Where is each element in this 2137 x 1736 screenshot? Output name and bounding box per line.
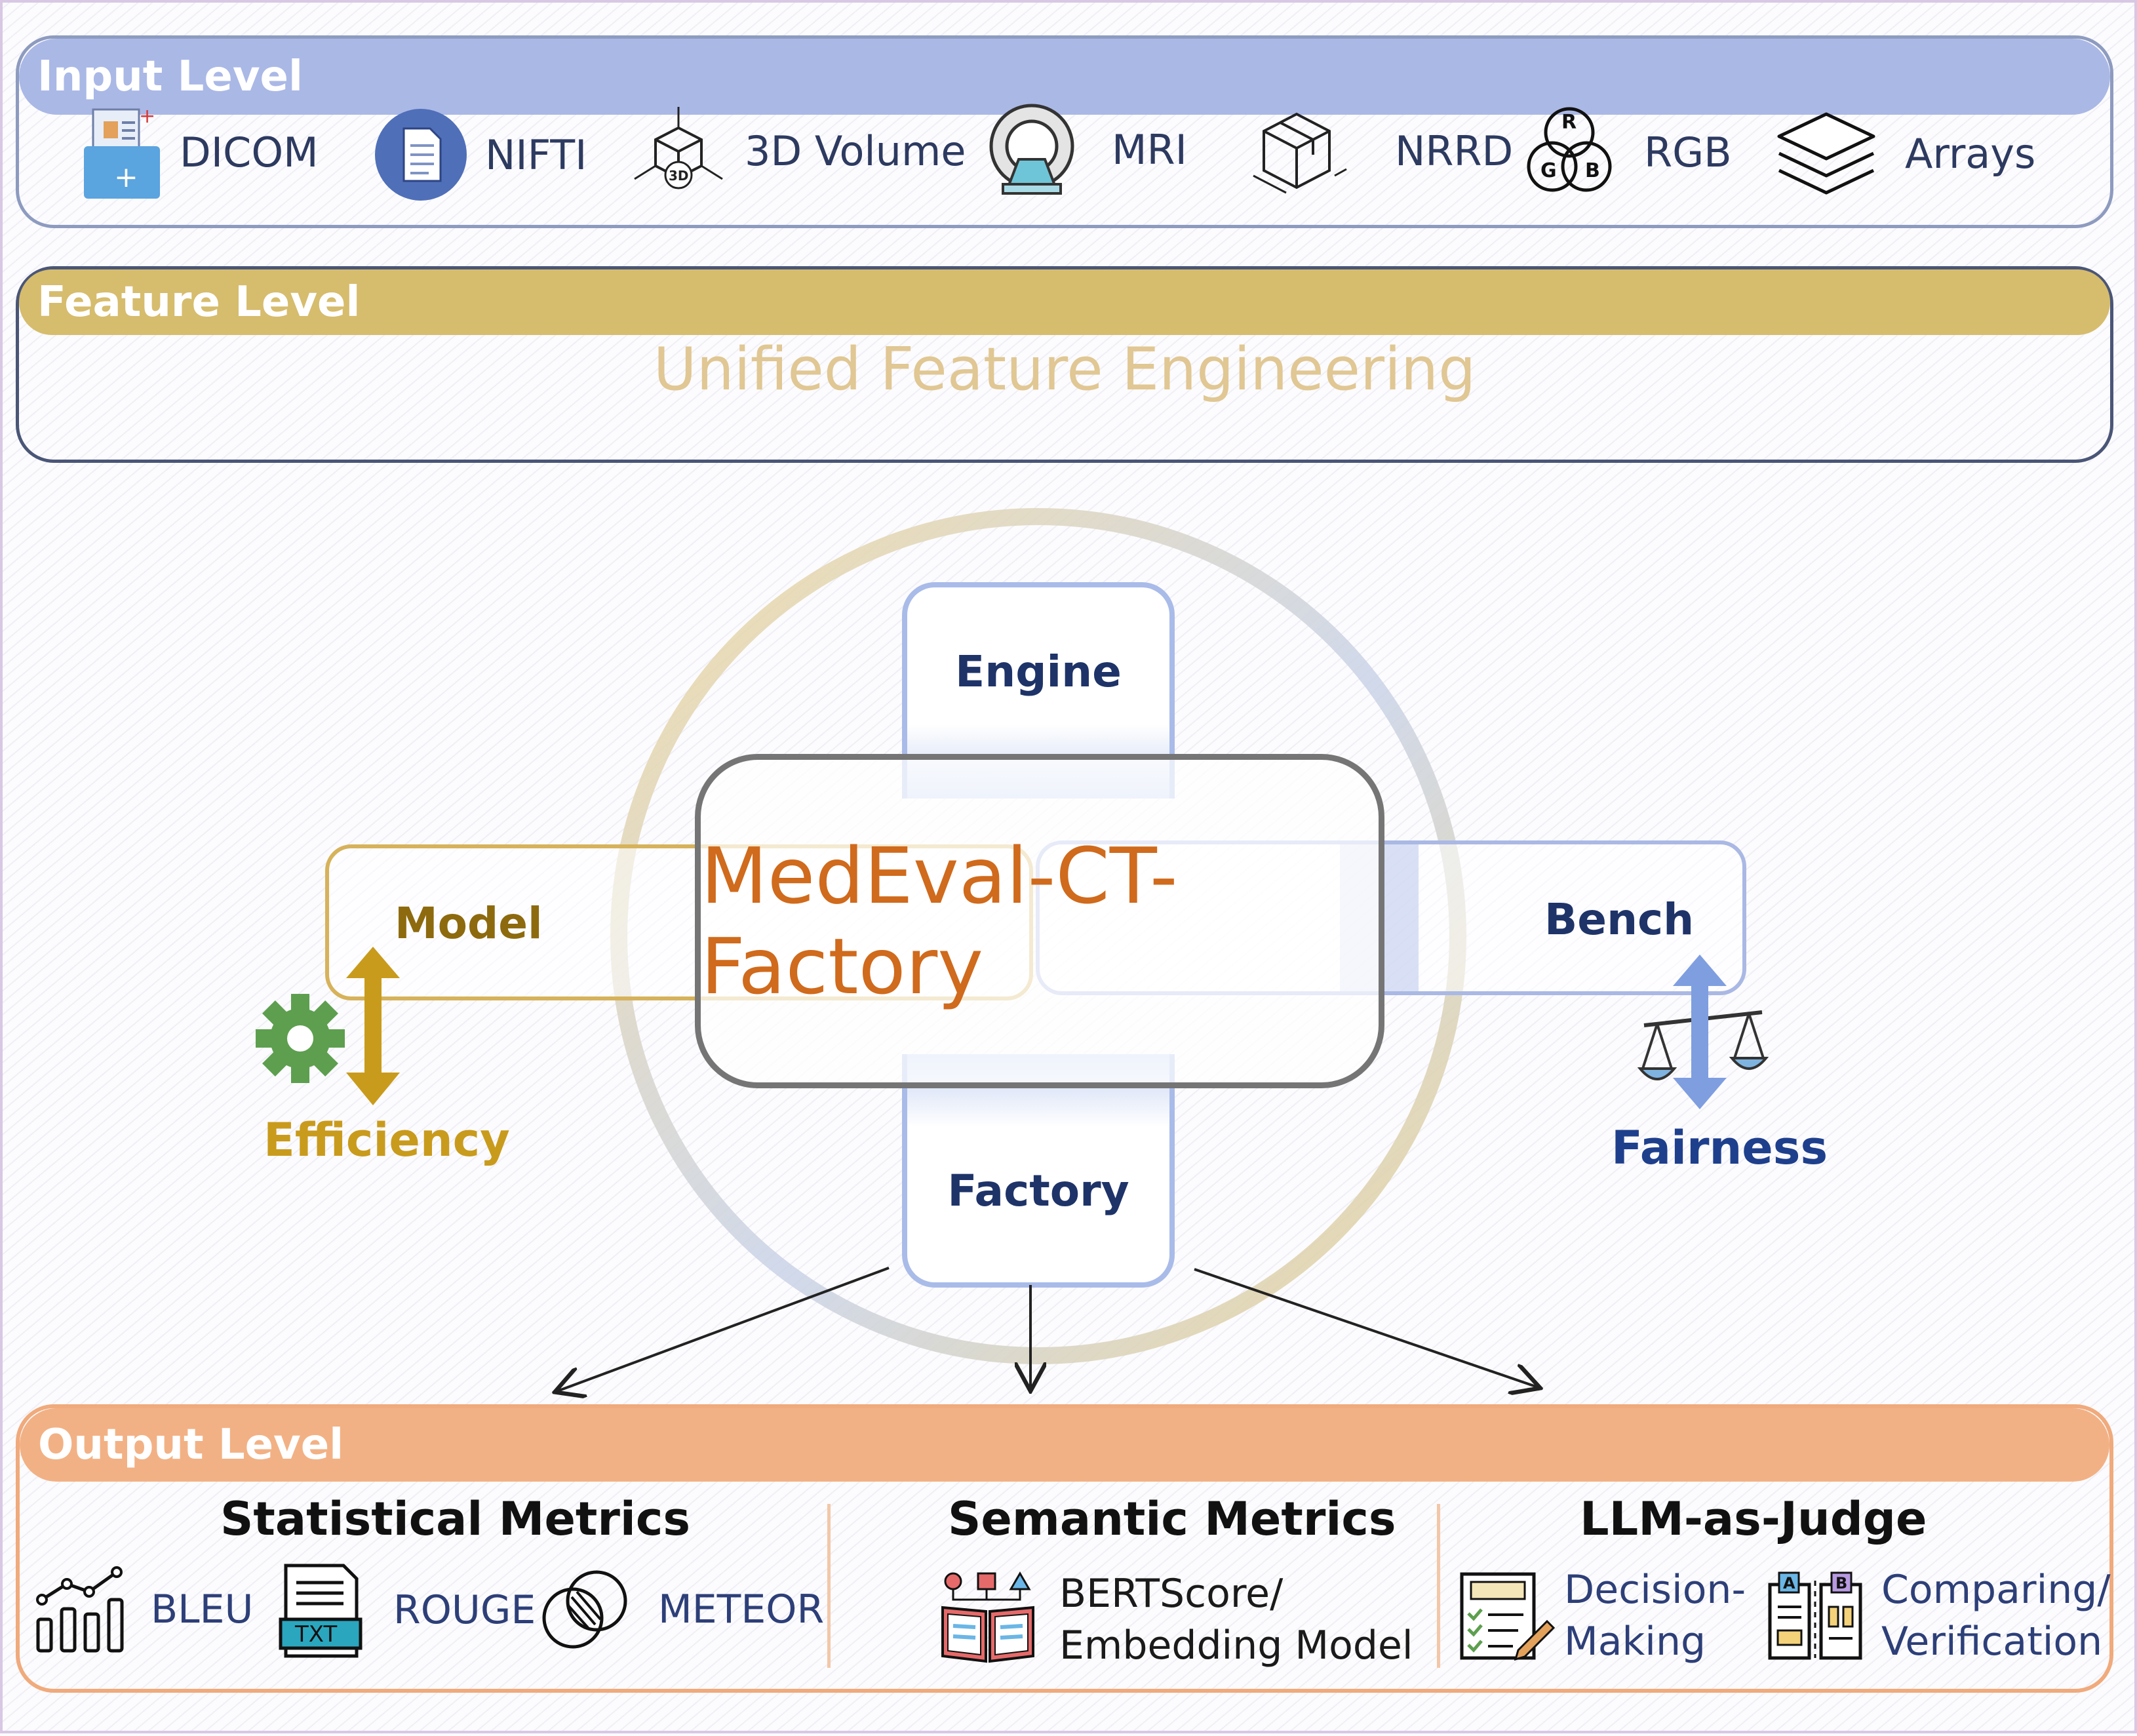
gear-icon [256,994,345,1083]
input-label-nrrd: NRRD [1395,127,1514,175]
statistical-metrics-title: Statistical Metrics [220,1492,691,1546]
feature-level-title: Feature Level [19,269,2110,335]
metric-bleu-label: BLEU [151,1587,254,1633]
checklist-icon [1460,1572,1555,1661]
input-item-dicom: + + DICOM [81,105,319,199]
input-item-nrrd: NRRD [1251,111,1514,194]
cube-3d-icon: 3D [634,107,723,189]
svg-text:3D: 3D [669,168,689,184]
compare-ab-icon: A B [1768,1571,1862,1660]
metric-meteor-label: METEOR [658,1587,825,1633]
factory-label: Factory [947,1166,1129,1216]
box-icon [1253,112,1347,194]
metric-rouge: TXT ROUGE [278,1562,536,1660]
rgb-circles-icon: R G B [1527,107,1612,192]
output-level-title: Output Level [20,1408,2109,1482]
judge-decision-making: Decision- Making [1458,1564,1746,1668]
input-item-rgb: R G B RGB [1521,107,1732,192]
svg-text:TXT: TXT [294,1621,337,1647]
feature-level-subtitle: Unified Feature Engineering [653,335,1476,404]
venn-icon [542,1570,627,1649]
layers-icon [1777,112,1875,195]
judge-comparing: A B Comparing/ Verification [1766,1564,2111,1668]
input-label-dicom: DICOM [180,128,319,176]
fairness-arrow-icon [1673,955,1727,1109]
input-label-rgb: RGB [1644,128,1732,176]
input-label-mri: MRI [1112,125,1187,174]
model-label: Model [395,898,543,949]
document-icon [375,109,467,201]
svg-text:+: + [139,105,155,128]
svg-text:R: R [1561,111,1577,134]
semantic-metrics-title: Semantic Metrics [948,1492,1396,1546]
feature-level-panel: Feature Level Unified Feature Engineerin… [16,266,2113,463]
engine-label: Engine [955,646,1122,697]
metric-bertscore: BERTScore/ Embedding Model [939,1568,1413,1672]
metric-meteor: METEOR [539,1564,824,1656]
input-item-nifti: NIFTI [374,109,587,201]
input-item-arrays: Arrays [1775,112,2036,195]
input-item-mri: MRI [986,104,1187,195]
input-item-3d-volume: 3D 3D Volume [629,107,966,190]
metric-rouge-label: ROUGE [393,1587,536,1634]
svg-text:B: B [1585,159,1600,182]
judge-comparing-line2: Verification [1881,1619,2103,1665]
judge-comparing-line1: Comparing/ [1881,1567,2111,1613]
factory-box: Factory [902,1054,1175,1288]
metric-bertscore-line2: Embedding Model [1059,1623,1413,1669]
input-label-nifti: NIFTI [485,130,587,179]
input-label-arrays: Arrays [1905,129,2036,178]
input-level-panel: Input Level [16,35,2113,228]
output-divider-1 [827,1504,831,1668]
bar-chart-icon [36,1566,124,1653]
output-level-panel: Output Level [16,1404,2113,1693]
svg-text:B: B [1835,1574,1847,1592]
judge-decision-line1: Decision- [1564,1567,1746,1613]
txt-file-icon: TXT [279,1564,363,1658]
fairness-label: Fairness [1611,1121,1828,1175]
svg-text:G: G [1540,159,1557,182]
svg-text:+: + [114,161,138,194]
bench-label: Bench [1544,894,1695,945]
llm-judge-title: LLM-as-Judge [1580,1492,1927,1546]
svg-text:A: A [1783,1574,1795,1592]
book-network-icon [941,1571,1034,1663]
output-divider-2 [1437,1504,1440,1668]
medical-folder-icon: + + [84,105,160,199]
judge-decision-line2: Making [1564,1619,1706,1665]
mri-scanner-icon [989,104,1074,195]
metric-bertscore-line1: BERTScore/ [1059,1571,1284,1617]
core-title: MedEval-CT-Factory [695,754,1384,1088]
input-level-title: Input Level [19,39,2110,115]
metric-bleu: BLEU [33,1566,253,1655]
efficiency-arrow-icon [346,947,400,1105]
efficiency-label: Efficiency [264,1113,510,1167]
input-label-3d-volume: 3D Volume [745,127,966,175]
